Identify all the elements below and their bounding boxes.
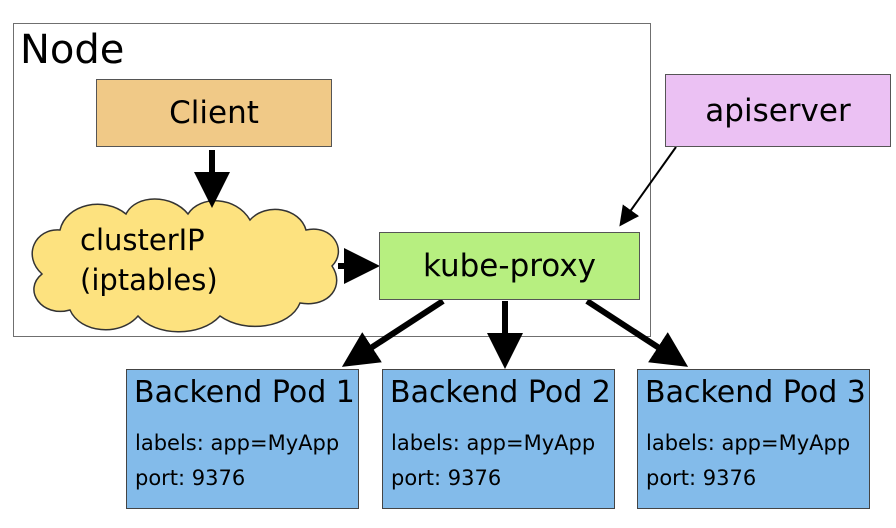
cluster-ip-cloud — [31, 198, 339, 333]
backend-pod-1: Backend Pod 1 labels: app=MyApp port: 93… — [126, 369, 359, 509]
client-box: Client — [96, 79, 332, 147]
arrow-proxy-to-pod-3 — [585, 298, 689, 367]
pod-title: Backend Pod 1 — [134, 375, 355, 410]
pod-port: port: 9376 — [646, 466, 757, 490]
arrow-proxy-to-pod-1 — [341, 298, 445, 367]
pod-title: Backend Pod 3 — [645, 375, 866, 410]
node-label: Node — [20, 27, 125, 73]
client-label: Client — [169, 95, 259, 131]
cluster-ip-line2: (iptables) — [80, 263, 218, 297]
pod-labels: labels: app=MyApp — [135, 431, 340, 455]
apiserver-box: apiserver — [665, 74, 891, 147]
pod-port: port: 9376 — [391, 466, 502, 490]
backend-pod-2: Backend Pod 2 labels: app=MyApp port: 93… — [382, 369, 615, 509]
pod-labels: labels: app=MyApp — [646, 431, 851, 455]
apiserver-label: apiserver — [705, 92, 851, 129]
pod-labels: labels: app=MyApp — [391, 431, 596, 455]
kube-proxy-label: kube-proxy — [422, 248, 597, 284]
pod-port: port: 9376 — [135, 466, 246, 490]
pod-title: Backend Pod 2 — [390, 375, 611, 410]
arrow-apiserver-to-proxy — [619, 146, 677, 227]
cluster-ip-label: clusterIP (iptables) — [80, 220, 260, 300]
backend-pod-3: Backend Pod 3 labels: app=MyApp port: 93… — [637, 369, 870, 509]
kube-proxy-box: kube-proxy — [379, 232, 640, 300]
cluster-ip-line1: clusterIP — [80, 223, 205, 257]
